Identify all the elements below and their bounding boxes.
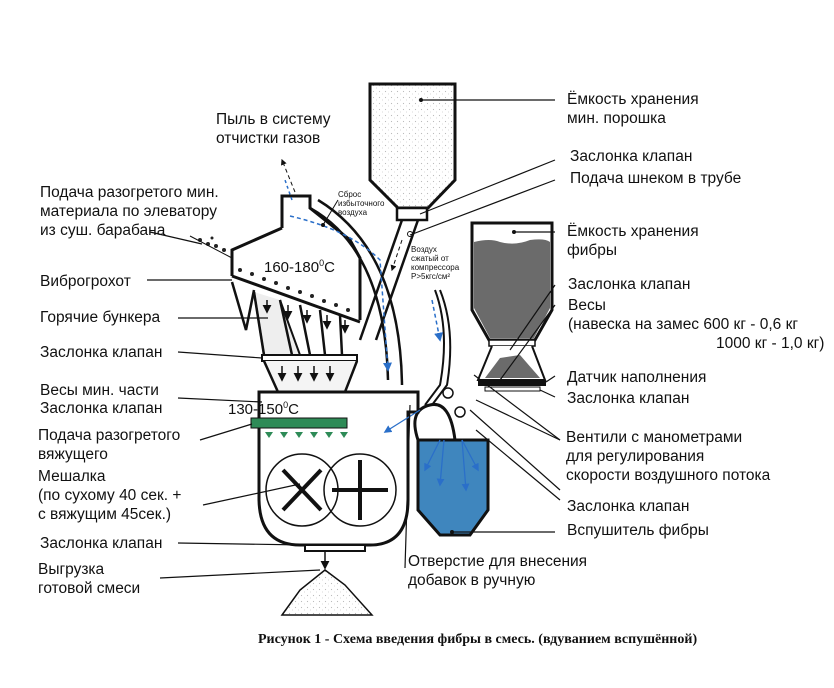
left-leader-lines	[147, 231, 321, 579]
fiber-storage-tank	[470, 221, 556, 398]
valve-fiber-label: Заслонка клапан	[568, 276, 691, 293]
mixer	[250, 390, 420, 616]
valve-3-label: Заслонка клапан	[40, 535, 163, 552]
mixer-label: Мешалка(по сухому 40 сек. +с вяжущим 45с…	[38, 468, 182, 523]
tower-structure	[189, 158, 404, 394]
feed-material-label: Подача разогретого мин.материала по элев…	[40, 184, 219, 239]
valve-1-label: Заслонка клапан	[40, 344, 163, 361]
powder-storage-tank	[368, 82, 556, 236]
valve-fluffer-label: Заслонка клапан	[567, 498, 690, 515]
screw-feed-label: Подача шнеком в трубе	[570, 170, 742, 187]
fluffer-label: Вспушитель фибры	[567, 522, 709, 539]
screw-feed-pipe	[358, 219, 420, 341]
scales-mineral-label: Весы мин. части	[40, 382, 159, 399]
figure-caption: Рисунок 1 - Схема введения фибры в смесь…	[258, 632, 698, 647]
valve-powder-label: Заслонка клапан	[570, 148, 693, 165]
vibroscreen-label: Виброгрохот	[40, 273, 131, 290]
fill-sensor-label: Датчик наполнения	[567, 369, 707, 386]
hot-zone-temperature: 160-1800C	[264, 258, 335, 276]
mixer-zone-temperature: 130-1500C	[228, 400, 299, 418]
valve-scales-label: Заслонка клапан	[567, 390, 690, 407]
hot-bins-label: Горячие бункера	[40, 309, 161, 326]
fiber-fluffer	[383, 289, 561, 569]
valve-2-label: Заслонка клапан	[40, 400, 163, 417]
scales-fiber-label: Весы (навеска на замес 600 кг - 0,6 кг 1…	[568, 297, 825, 352]
